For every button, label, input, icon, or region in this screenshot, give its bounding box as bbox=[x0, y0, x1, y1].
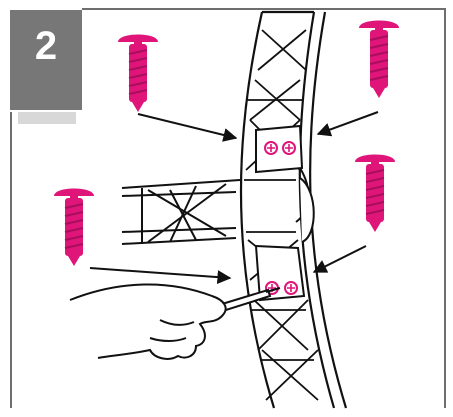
installed-screw-top-left bbox=[265, 142, 277, 154]
frame-part bbox=[241, 12, 346, 408]
installed-screw-top-right bbox=[283, 142, 295, 154]
hand-icon bbox=[70, 284, 226, 358]
installed-screw-bottom-right bbox=[285, 282, 297, 294]
side-rail bbox=[122, 180, 240, 244]
